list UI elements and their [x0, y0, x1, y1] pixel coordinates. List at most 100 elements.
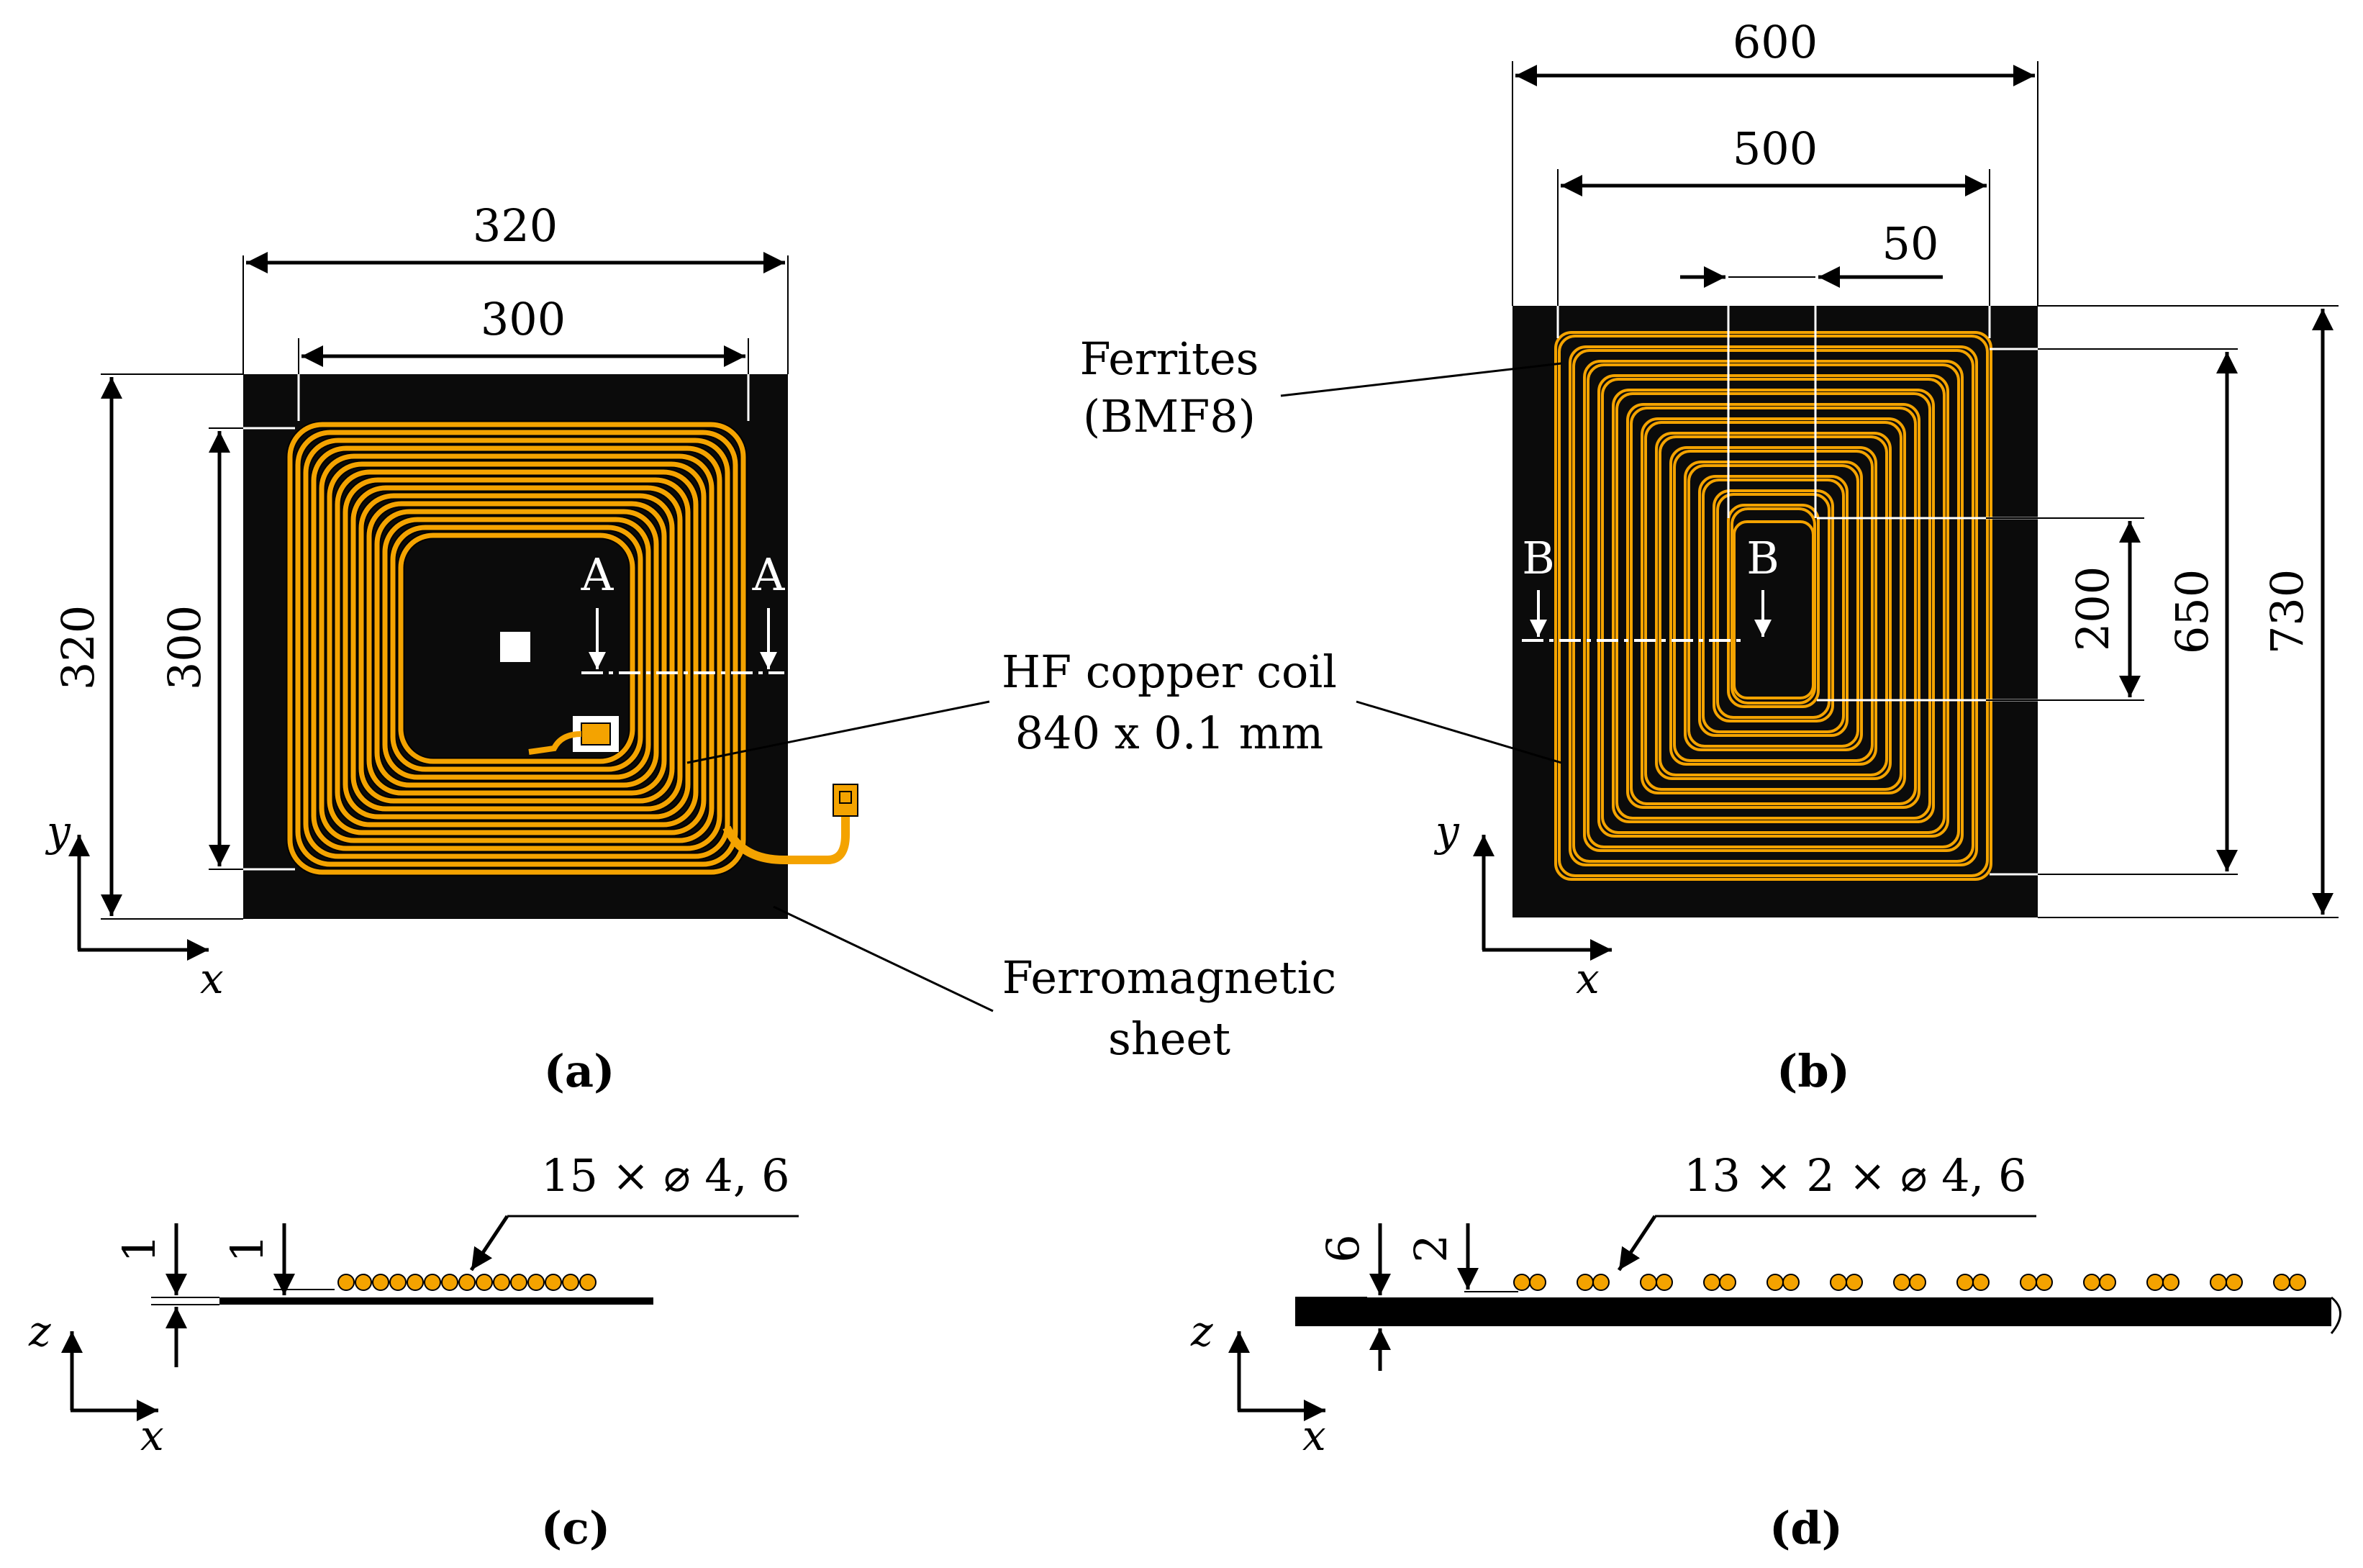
sheet-c	[219, 1297, 653, 1305]
conductor	[510, 1274, 527, 1291]
conductor	[1893, 1274, 1910, 1291]
coil-a-turn	[335, 469, 699, 828]
b-dim-gap: 50	[1882, 217, 1939, 270]
coil-a-turn	[350, 485, 683, 812]
conductor	[1719, 1274, 1736, 1291]
conductor	[1830, 1274, 1847, 1291]
conductor	[2273, 1274, 2290, 1291]
conductors-d	[1513, 1274, 2306, 1291]
coil-a-turn	[295, 430, 738, 867]
conductor	[1956, 1274, 1974, 1291]
conductor	[1529, 1274, 1546, 1291]
conductor	[1513, 1274, 1530, 1291]
d-conductor-label: 13 × 2 × ⌀ 4, 6	[1684, 1149, 2026, 1202]
coil-b-turn	[1702, 479, 1845, 733]
coil-a-turn	[287, 422, 746, 875]
a-dim-height-inner: 300	[158, 605, 211, 690]
sheet-d	[1295, 1297, 2331, 1326]
conductor	[527, 1274, 545, 1291]
b-dim-width-inner: 500	[1733, 122, 1818, 175]
conductor	[337, 1274, 355, 1291]
coil-b-turn	[1713, 489, 1834, 722]
coil-b-turn	[1558, 335, 1989, 877]
conductor	[1703, 1274, 1720, 1291]
coil-b-turn	[1597, 374, 1949, 838]
coil-b-turn	[1644, 421, 1902, 791]
coil-b-turn	[1716, 493, 1831, 719]
conductors-c	[337, 1274, 597, 1291]
center-marker	[500, 632, 530, 662]
conductor	[2036, 1274, 2053, 1291]
c-conductor-label: 15 × ⌀ 4, 6	[541, 1149, 790, 1202]
a-dim-height-outer: 320	[52, 605, 104, 690]
conductor	[545, 1274, 562, 1291]
ferrites-sublabel: (BMF8)	[1083, 390, 1256, 443]
conductor	[2226, 1274, 2243, 1291]
c-axis-z: z	[28, 1307, 51, 1356]
coil-a-lead	[722, 813, 850, 864]
a-axis-x: x	[200, 954, 224, 1003]
b-dim-height-outer: 730	[2261, 569, 2313, 654]
conductor	[2162, 1274, 2180, 1291]
sheet-label: Ferromagnetic	[1002, 951, 1336, 1004]
coil-b-turn	[1727, 504, 1820, 708]
b-axis-x: x	[1576, 954, 1600, 1003]
a-dim-width-outer: 320	[473, 199, 558, 252]
conductor	[1592, 1274, 1610, 1291]
coil-a	[286, 420, 748, 876]
coil-a-terminal	[833, 784, 858, 817]
conductor	[2083, 1274, 2100, 1291]
c-caption: (c)	[541, 1502, 610, 1554]
d-dim-gap: 2	[1405, 1234, 1457, 1262]
conductor	[1972, 1274, 1990, 1291]
conductor	[2020, 1274, 2037, 1291]
b-axis-y: y	[1433, 807, 1460, 856]
conductor	[1846, 1274, 1863, 1291]
coil-a-inner-lead	[528, 731, 582, 755]
coil-b-turn	[1626, 403, 1920, 809]
d-caption: (d)	[1769, 1502, 1843, 1554]
coil-a-turn	[358, 493, 675, 804]
coil-b-turn	[1687, 464, 1859, 748]
conductor	[458, 1274, 476, 1291]
coil-a-terminal-pad	[839, 791, 852, 804]
b-section-left: B	[1522, 532, 1555, 584]
coil-b-turn	[1630, 407, 1917, 805]
conductor	[2210, 1274, 2227, 1291]
coil-a-turn	[343, 477, 691, 820]
panel-c: 1 1 15 × ⌀ 4, 6 z x (c)	[28, 1149, 799, 1554]
coil-a-inner-pad	[581, 722, 611, 746]
conductor	[2289, 1274, 2306, 1291]
coil-b-turn	[1587, 363, 1960, 848]
coil-b-turn	[1669, 446, 1877, 766]
coil-a-turn	[303, 438, 730, 859]
coil-b-turn	[1655, 432, 1892, 780]
c-dim-sheet: 1	[113, 1234, 165, 1262]
coil-b-turn	[1641, 417, 1906, 794]
conductor	[372, 1274, 389, 1291]
panel-b: 600 500 50 200 650 730 B B y	[1433, 16, 2339, 1097]
c-axis-x: x	[140, 1411, 164, 1460]
a-dim-width-inner: 300	[481, 293, 566, 345]
b-dim-height-inner: 650	[2166, 569, 2218, 654]
coil-a-turn	[366, 501, 667, 796]
a-section-left: A	[581, 548, 614, 601]
panel-d: 6 2 13 × 2 × ⌀ 4, 6 z x (d)	[1190, 1149, 2341, 1554]
conductor	[389, 1274, 407, 1291]
coil-sublabel: 840 x 0.1 mm	[1015, 707, 1324, 759]
coil-b-turn	[1601, 378, 1946, 834]
b-dim-width-outer: 600	[1733, 16, 1818, 68]
conductor	[1640, 1274, 1657, 1291]
a-section-right: A	[752, 548, 786, 601]
a-caption: (a)	[544, 1045, 615, 1097]
b-section-right: B	[1746, 532, 1779, 584]
coil-label: HF copper coil	[1002, 645, 1337, 698]
panel-a: 320 300 320 300 A A y x (a)	[45, 199, 858, 1097]
coil-a-turn	[327, 461, 707, 835]
conductor	[562, 1274, 579, 1291]
conductor	[579, 1274, 597, 1291]
coil-b-core	[1733, 520, 1815, 699]
conductor	[476, 1274, 493, 1291]
sheet-sublabel: sheet	[1108, 1012, 1230, 1065]
conductor	[2099, 1274, 2116, 1291]
